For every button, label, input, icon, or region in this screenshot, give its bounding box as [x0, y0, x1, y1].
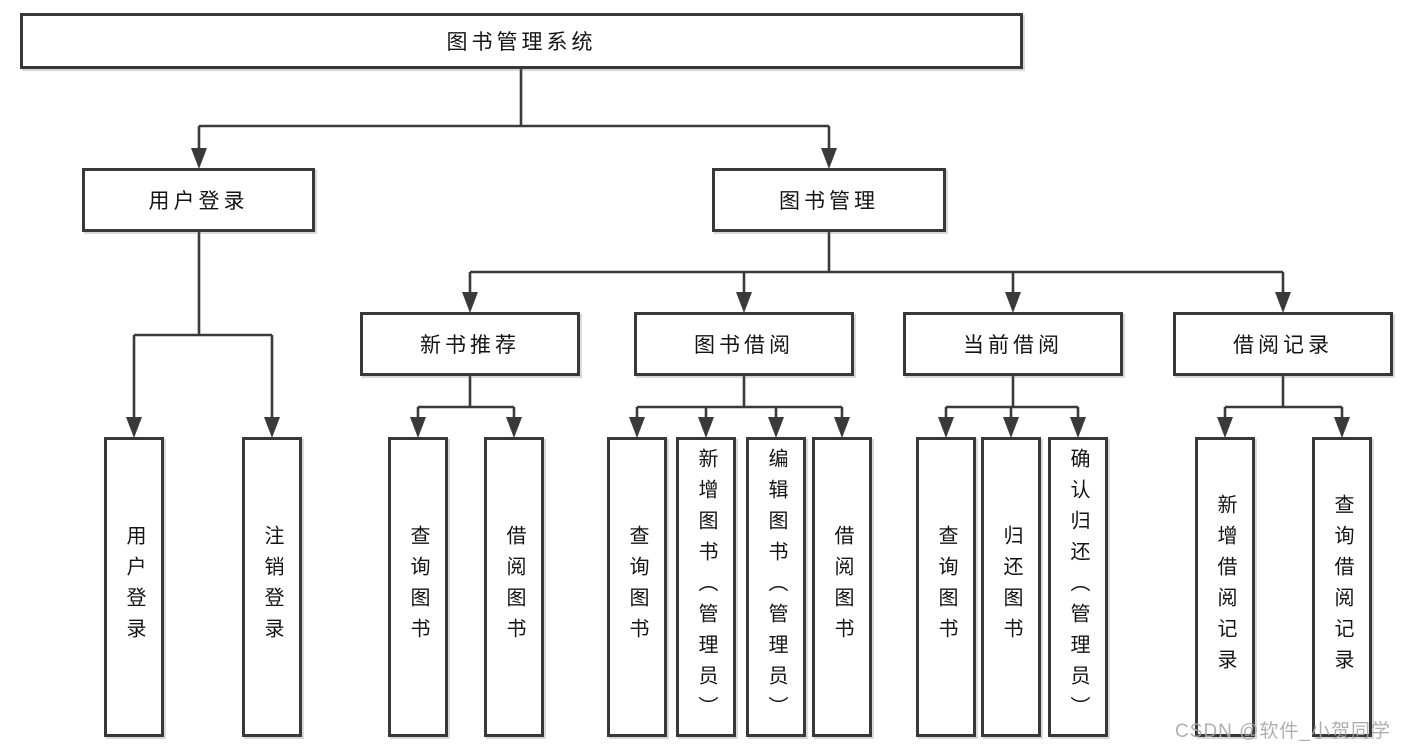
- leaf-return-book-label: 归还图书: [1000, 525, 1022, 649]
- leaf-add-book-admin: 新增图书（管理员）: [676, 437, 736, 737]
- node-current-borrowing: 当前借阅: [903, 312, 1123, 376]
- leaf-confirm-return-admin: 确认归还（管理员）: [1048, 437, 1108, 737]
- leaf-add-book-admin-label: 新增图书（管理员）: [695, 447, 717, 727]
- arrowhead-icons: [126, 148, 1350, 438]
- leaf-user-login: 用户登录: [104, 437, 164, 737]
- leaf-query-books-borrowing-label: 查询图书: [626, 525, 648, 649]
- leaf-logout: 注销登录: [242, 437, 302, 737]
- leaf-borrow-books-recommend: 借阅图书: [484, 437, 544, 737]
- node-root-label: 图书管理系统: [446, 31, 597, 54]
- leaf-edit-book-admin: 编辑图书（管理员）: [746, 437, 806, 737]
- leaf-confirm-return-admin-label: 确认归还（管理员）: [1067, 447, 1089, 727]
- node-borrowing-records-label: 借阅记录: [1233, 334, 1333, 357]
- node-book-borrowing-label: 图书借阅: [694, 334, 794, 357]
- node-current-borrowing-label: 当前借阅: [963, 334, 1063, 357]
- leaf-borrow-books-borrowing-label: 借阅图书: [831, 525, 853, 649]
- leaf-query-books-borrowing: 查询图书: [607, 437, 667, 737]
- leaf-add-borrow-record: 新增借阅记录: [1195, 437, 1255, 737]
- connector-lines: [132, 69, 1344, 417]
- leaf-add-borrow-record-label: 新增借阅记录: [1214, 494, 1236, 680]
- node-book-management: 图书管理: [712, 168, 946, 232]
- leaf-return-book: 归还图书: [981, 437, 1041, 737]
- leaf-edit-book-admin-label: 编辑图书（管理员）: [765, 447, 787, 727]
- leaf-query-borrow-record: 查询借阅记录: [1312, 437, 1372, 737]
- leaf-borrow-books-recommend-label: 借阅图书: [503, 525, 525, 649]
- leaf-query-books-recommend-label: 查询图书: [407, 525, 429, 649]
- node-book-borrowing: 图书借阅: [634, 312, 854, 376]
- node-user-login-label: 用户登录: [148, 190, 249, 213]
- leaf-query-books-current: 查询图书: [916, 437, 976, 737]
- leaf-query-borrow-record-label: 查询借阅记录: [1331, 494, 1353, 680]
- node-borrowing-records: 借阅记录: [1173, 312, 1393, 376]
- csdn-watermark: CSDN @软件_小贺同学: [1175, 721, 1391, 742]
- leaf-borrow-books-borrowing: 借阅图书: [812, 437, 872, 737]
- node-new-book-recommend: 新书推荐: [360, 312, 580, 376]
- node-new-book-recommend-label: 新书推荐: [420, 334, 520, 357]
- leaf-query-books-recommend: 查询图书: [388, 437, 448, 737]
- leaf-logout-label: 注销登录: [261, 525, 283, 649]
- node-book-management-label: 图书管理: [779, 190, 879, 213]
- node-user-login: 用户登录: [82, 168, 315, 232]
- leaf-user-login-label: 用户登录: [123, 525, 145, 649]
- node-root-system: 图书管理系统: [20, 13, 1023, 69]
- leaf-query-books-current-label: 查询图书: [935, 525, 957, 649]
